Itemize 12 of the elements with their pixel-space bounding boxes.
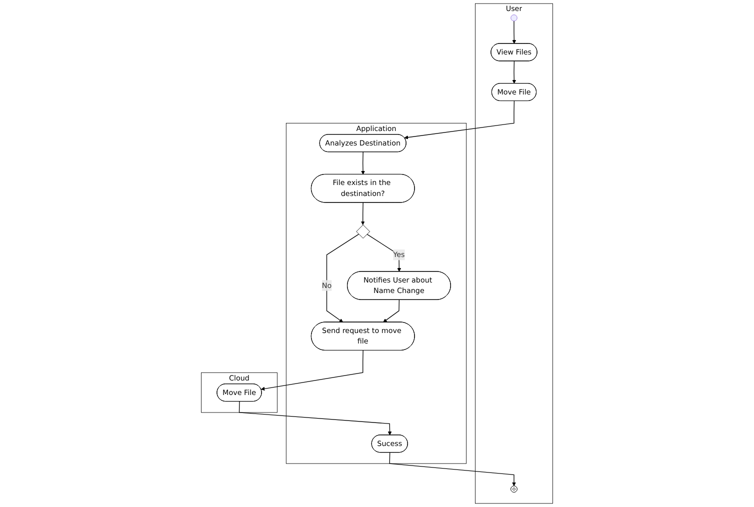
arrow [404, 100, 515, 140]
node-diamond [356, 224, 370, 238]
arrow [361, 152, 365, 175]
arrow [389, 452, 516, 486]
arrow [383, 300, 400, 322]
arrow [360, 202, 365, 226]
node-circle [510, 14, 518, 22]
arrow [512, 60, 516, 84]
arrow [260, 350, 364, 391]
arrow [326, 234, 360, 322]
arrow [512, 20, 516, 44]
arrow [238, 401, 392, 436]
